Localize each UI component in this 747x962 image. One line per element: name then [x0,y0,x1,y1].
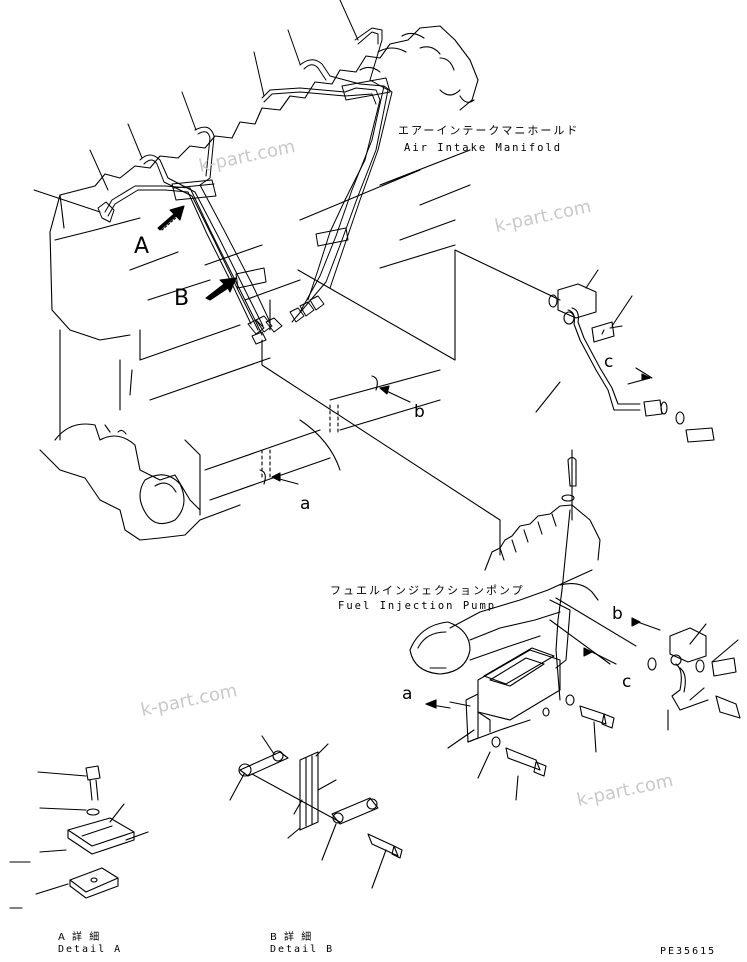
ref-a-upper: a [300,494,311,514]
ref-b-lower: b [612,604,623,624]
detail-b-title-en: Detail B [270,944,335,955]
ref-a-lower: a [402,684,413,704]
fuel-pump-label-jp: フュエルインジェクションポンプ [330,584,525,597]
detail-b-title-jp: B 詳 細 [270,932,314,943]
injection-lines [33,0,393,345]
callout-b-label: B [174,286,190,311]
detail-a-title-jp: A 詳 細 [58,932,102,943]
fuel-injection-pump [409,449,741,801]
callout-a-label: A [134,234,150,259]
detail-b [229,735,403,889]
pipe-assembly-c [535,269,715,443]
ref-c-lower: c [622,672,632,692]
air-intake-label-jp: エアーインテークマニホールド [398,124,580,137]
view-arrows [157,205,237,301]
connector-lines [259,249,561,556]
detail-a [9,765,149,909]
air-intake-label-en: Air Intake Manifold [404,142,563,154]
drawing-number: PE35615 [660,946,717,957]
fuel-pump-label-en: Fuel Injection Pump [338,600,497,612]
ref-c-upper: c [604,352,614,372]
detail-a-title-en: Detail A [58,944,123,955]
ref-b-upper: b [414,402,425,422]
